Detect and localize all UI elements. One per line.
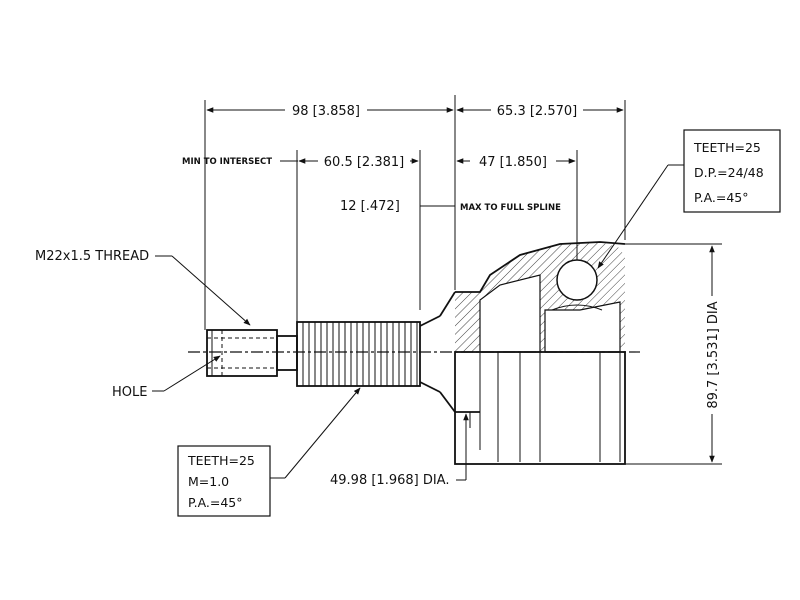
callout-hole: HOLE (112, 355, 221, 400)
dimension-overall: 98 [3.858] (204, 95, 456, 330)
threaded-stud (206, 329, 298, 377)
min-intersect-label: MIN TO INTERSECT (182, 157, 272, 167)
bell-housing (454, 241, 626, 465)
dim-short-spline-label: 12 [.472] (340, 199, 400, 214)
dim-shaft-dia-label: 49.98 [1.968] DIA. (330, 473, 449, 488)
dim-overall-label: 98 [3.858] (292, 104, 360, 119)
thread-label: M22x1.5 THREAD (35, 249, 149, 264)
inner-pa: P.A.=45° (694, 190, 749, 205)
outer-teeth: TEETH=25 (187, 453, 255, 468)
inner-teeth: TEETH=25 (693, 140, 761, 155)
dimension-bell-dia: 89.7 [3.531] DIA (625, 243, 722, 465)
max-spline-label: MAX TO FULL SPLINE (460, 203, 561, 213)
callout-thread: M22x1.5 THREAD (35, 249, 251, 326)
outer-spline-spec-box: TEETH=25 M=1.0 P.A.=45° (177, 387, 361, 517)
dim-to-center-label: 47 [1.850] (479, 155, 547, 170)
splined-shaft (296, 291, 456, 413)
dim-spline-len-label: 60.5 [2.381] (324, 155, 404, 170)
inner-dp: D.P.=24/48 (694, 165, 764, 180)
dimension-to-joint: 65.3 [2.570] (456, 100, 626, 240)
dimension-spline-row: MIN TO INTERSECT 60.5 [2.381] 47 [1.850] (182, 150, 578, 345)
outer-m: M=1.0 (188, 474, 229, 489)
hole-label: HOLE (112, 385, 147, 400)
dimension-short-spline: 12 [.472] MAX TO FULL SPLINE (340, 199, 561, 214)
dim-bell-dia-label: 89.7 [3.531] DIA (706, 301, 721, 408)
dimension-shaft-dia: 49.98 [1.968] DIA. (330, 413, 469, 488)
inner-spline-spec-box: TEETH=25 D.P.=24/48 P.A.=45° (597, 129, 781, 269)
outer-pa: P.A.=45° (188, 495, 243, 510)
dim-to-joint-label: 65.3 [2.570] (497, 104, 577, 119)
